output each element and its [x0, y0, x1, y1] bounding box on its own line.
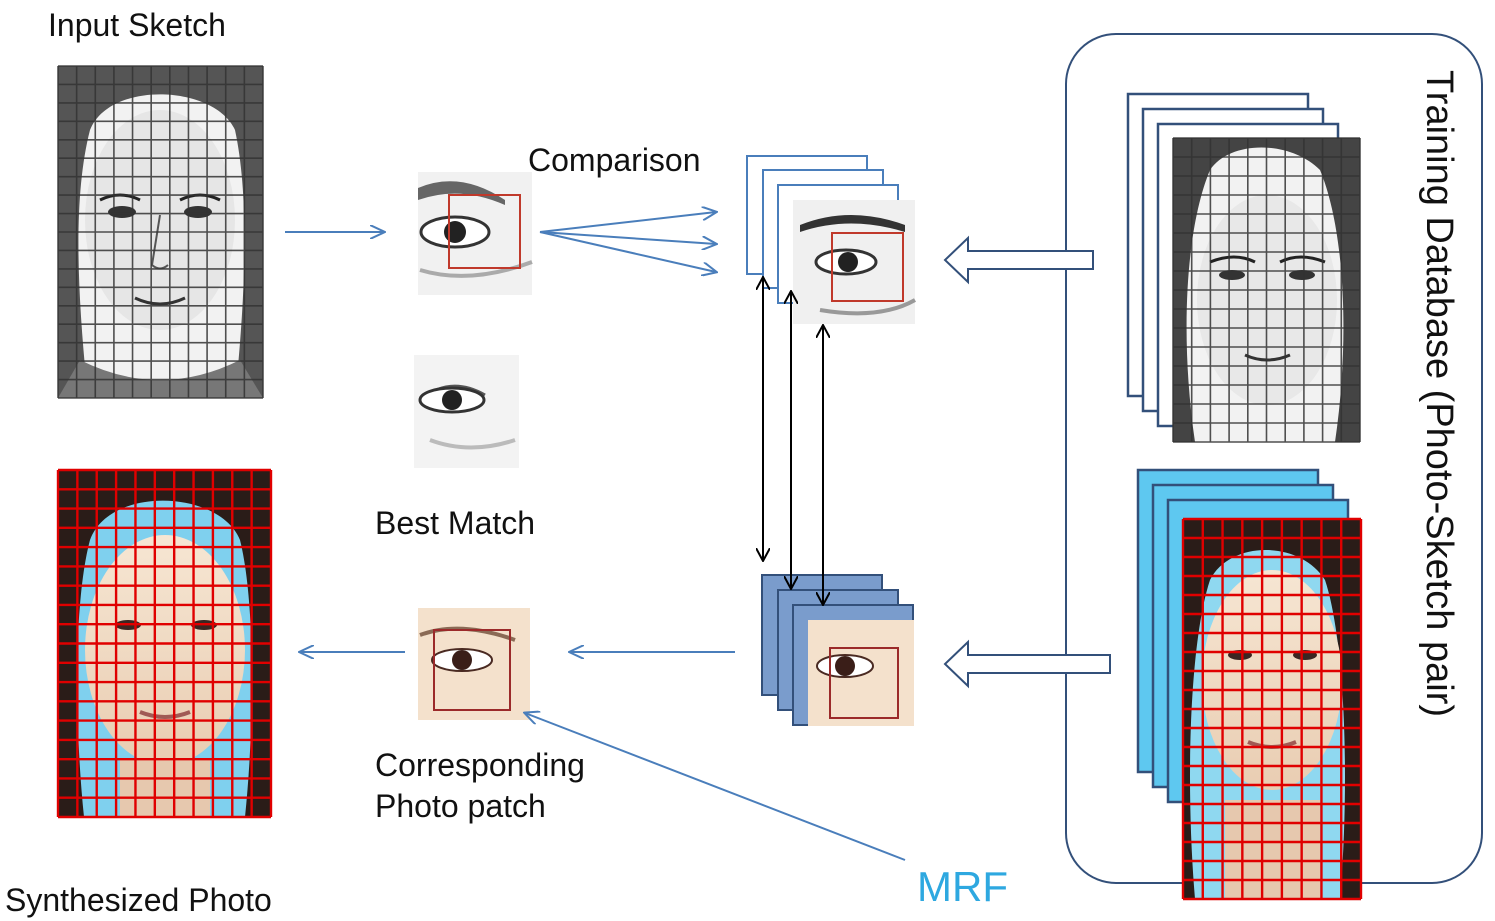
- best-match-patch: [414, 355, 519, 468]
- corresponding-photo-patch: [418, 608, 530, 720]
- mrf-label: MRF: [917, 863, 1008, 910]
- database-photo-stack: [1136, 468, 1363, 901]
- corresponding-photo-patch-label: Corresponding Photo patch: [375, 745, 635, 827]
- synthesized-photo-label: Synthesized Photo: [5, 882, 272, 918]
- input-sketch-label: Input Sketch: [48, 7, 226, 43]
- input-sketch-patch: [418, 172, 533, 295]
- best-match-label: Best Match: [375, 505, 536, 541]
- database-sketch-block-arrow: [943, 235, 1094, 285]
- mrf-arrow: [525, 713, 906, 861]
- photo-patch-stack: [761, 574, 914, 726]
- database-sketch-stack: [1126, 92, 1361, 443]
- input-sketch-image: [57, 65, 264, 399]
- comparison-arrows: [539, 212, 716, 272]
- corresponding-label-line2: Photo patch: [375, 787, 546, 824]
- sketch-patch-stack: [746, 155, 916, 324]
- database-photo-block-arrow: [943, 639, 1111, 689]
- synthesized-photo-image: [56, 468, 273, 819]
- training-database-label: Training Database (Photo-Sketch pair): [1418, 70, 1460, 718]
- corresponding-label-line1: Corresponding: [375, 747, 585, 783]
- comparison-label: Comparison: [528, 142, 701, 178]
- correspondence-arrows: [763, 278, 823, 604]
